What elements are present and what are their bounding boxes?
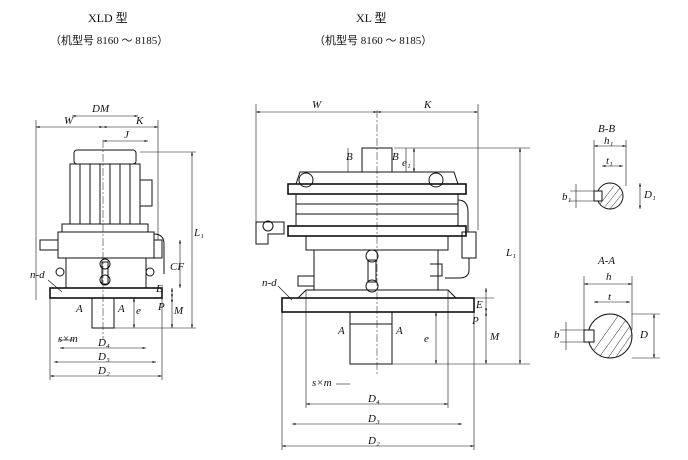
section-aa-b: b	[554, 329, 560, 341]
xld-label-k: K	[136, 115, 144, 127]
xld-label-d4: D₄	[98, 337, 110, 349]
section-aa-d: D	[640, 329, 648, 341]
section-bb-b1: b₁	[562, 191, 572, 203]
section-bb-d1: D₁	[644, 189, 656, 201]
xl-label-k: K	[424, 99, 432, 111]
xld-label-j: J	[124, 129, 129, 141]
xl-label-a-right: A	[396, 325, 403, 337]
xld-dimensions	[35, 114, 196, 380]
section-bb	[570, 140, 642, 210]
xl-label-e: e	[424, 333, 429, 345]
xl-label-a-left: A	[338, 325, 345, 337]
xld-label-a-left: A	[76, 303, 83, 315]
section-aa-h: h	[606, 271, 612, 283]
xld-label-sxm: s×m	[58, 333, 78, 345]
xl-front-view	[255, 110, 477, 375]
xld-label-dm: DM	[92, 103, 110, 115]
section-bb-t1: t₁	[606, 155, 613, 167]
xl-label-nd: n-d	[262, 277, 277, 289]
section-aa	[560, 276, 660, 359]
xld-model-range: （机型号 8160 ～ 8185）	[50, 35, 169, 47]
xl-label-m: M	[490, 331, 500, 343]
xl-label-e-upper: E	[476, 299, 483, 311]
xld-label-nd: n-d	[30, 269, 45, 281]
xld-label-cf: CF	[170, 261, 185, 273]
xld-label-m: M	[174, 305, 184, 317]
xld-label-d3: D₃	[98, 351, 110, 363]
xld-label-d2: D₂	[98, 365, 110, 377]
xld-label-a-right: A	[118, 303, 125, 315]
xl-label-w: W	[312, 99, 322, 111]
xl-label-p: P	[472, 315, 479, 327]
xld-front-view	[39, 140, 165, 340]
xl-label-d2: D₂	[368, 435, 380, 447]
xld-label-e-upper: E	[156, 283, 163, 295]
xl-label-d4: D₄	[368, 393, 380, 405]
xl-model-title: XL 型	[356, 11, 387, 25]
xl-label-l1: L₁	[506, 247, 516, 259]
xld-label-p: P	[158, 301, 165, 313]
xld-model-title: XLD 型	[88, 11, 128, 25]
section-bb-title: B-B	[598, 123, 616, 135]
xl-dimensions	[255, 104, 530, 450]
xl-label-d3: D₃	[368, 413, 380, 425]
xl-label-b-right: B	[392, 151, 399, 163]
xld-label-w: W	[64, 115, 74, 127]
xl-label-sxm: s×m	[312, 377, 332, 389]
xl-model-range: （机型号 8160 ～ 8185）	[314, 35, 433, 47]
xld-label-e: e	[136, 305, 141, 317]
section-aa-t: t	[608, 291, 612, 303]
section-bb-h1: h₁	[604, 135, 614, 147]
section-aa-title: A-A	[598, 255, 616, 267]
xld-label-l1: L₁	[194, 227, 204, 239]
xl-label-e1: e₁	[402, 157, 411, 169]
xl-label-b-left: B	[346, 151, 353, 163]
